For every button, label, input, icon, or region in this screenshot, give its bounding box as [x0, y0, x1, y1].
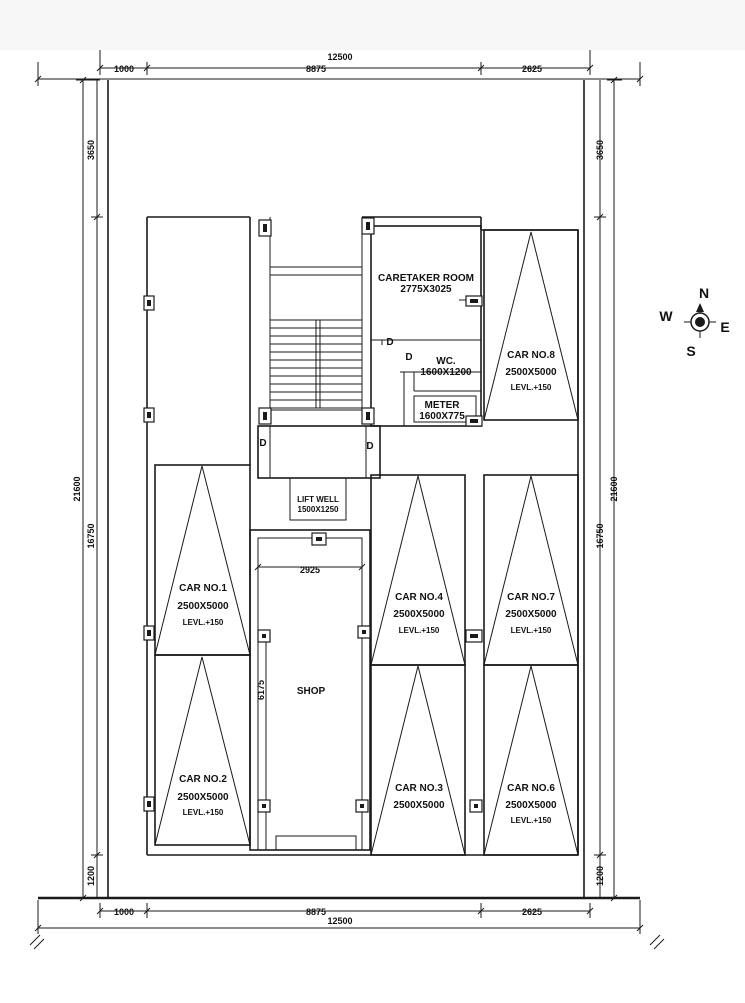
column — [465, 415, 483, 427]
column — [465, 295, 483, 307]
lift-well-name: LIFT WELL — [297, 495, 339, 504]
compass-south: S — [686, 343, 695, 359]
dim-right-setback-top: 2625 — [522, 64, 542, 74]
compass-east: E — [720, 319, 729, 335]
column — [355, 799, 369, 813]
right-dimensions: 3650 16750 1200 21600 — [594, 76, 622, 902]
dim-rear-setback-left: 1200 — [86, 866, 96, 886]
car-8-size: 2500X5000 — [505, 367, 557, 378]
car-8-name: CAR NO.8 — [507, 350, 555, 361]
dim-left-setback-top: 1000 — [114, 64, 134, 74]
car-bay-4: CAR NO.4 2500X5000 LEVL.+150 — [370, 474, 466, 666]
column — [258, 407, 272, 425]
car-4-name: CAR NO.4 — [395, 592, 443, 603]
compass-west: W — [659, 308, 673, 324]
column — [143, 407, 155, 423]
car-6-name: CAR NO.6 — [507, 783, 555, 794]
car-7-name: CAR NO.7 — [507, 592, 555, 603]
column — [143, 796, 155, 812]
car-1-size: 2500X5000 — [177, 601, 229, 612]
column — [361, 407, 375, 425]
dim-overall-depth-right: 21600 — [609, 476, 619, 501]
car-4-size: 2500X5000 — [393, 609, 445, 620]
bottom-dimensions: 1000 8875 2625 12500 — [29, 900, 665, 950]
wc-size: 1600X1200 — [420, 367, 472, 378]
dim-building-depth-left: 16750 — [86, 523, 96, 548]
caretaker-room-size: 2775X3025 — [400, 284, 452, 295]
car-3-size: 2500X5000 — [393, 800, 445, 811]
car-2-level: LEVL.+150 — [183, 808, 224, 817]
caretaker-room-name: CARETAKER ROOM — [378, 273, 474, 284]
dim-center-width-bottom: 8875 — [306, 907, 326, 917]
dim-building-depth-right: 16750 — [595, 523, 605, 548]
car-7-level: LEVL.+150 — [511, 626, 552, 635]
column — [469, 799, 483, 813]
lobby-lift — [257, 409, 381, 521]
dim-center-width-top: 8875 — [306, 64, 326, 74]
column — [143, 295, 155, 311]
column — [258, 219, 272, 237]
compass-north: N — [699, 285, 709, 301]
shop-name: SHOP — [297, 686, 326, 697]
dim-front-setback-left: 3650 — [86, 140, 96, 160]
car-7-size: 2500X5000 — [505, 609, 557, 620]
car-6-level: LEVL.+150 — [511, 816, 552, 825]
column — [257, 629, 271, 643]
column — [465, 629, 483, 643]
dim-overall-width-top: 12500 — [327, 52, 352, 62]
car-2-size: 2500X5000 — [177, 792, 229, 803]
car-1-name: CAR NO.1 — [179, 583, 227, 594]
caretaker-block — [370, 225, 482, 427]
meter-size: 1600X775 — [419, 411, 465, 422]
dim-overall-width-bottom: 12500 — [327, 916, 352, 926]
dim-right-setback-bottom: 2625 — [522, 907, 542, 917]
door-mark-lobby-left: D — [259, 438, 266, 449]
car-bay-3: CAR NO.3 2500X5000 — [370, 664, 466, 856]
compass-icon: N S E W — [659, 285, 729, 359]
column — [311, 532, 327, 546]
column — [257, 799, 271, 813]
car-8-level: LEVL.+150 — [511, 383, 552, 392]
car-3-name: CAR NO.3 — [395, 783, 443, 794]
dim-rear-setback-right: 1200 — [595, 866, 605, 886]
dim-front-setback-right: 3650 — [595, 140, 605, 160]
car-bay-8: CAR NO.8 2500X5000 LEVL.+150 — [483, 229, 579, 421]
column — [357, 625, 371, 639]
shop — [249, 529, 371, 851]
column — [361, 217, 375, 235]
dim-left-setback-bottom: 1000 — [114, 907, 134, 917]
lift-well-size: 1500X1250 — [298, 505, 339, 514]
car-bay-7: CAR NO.7 2500X5000 LEVL.+150 — [483, 474, 579, 666]
shop-depth-dim: 6175 — [256, 680, 266, 700]
meter-name: METER — [425, 400, 461, 411]
door-mark-lobby-right: D — [366, 441, 373, 452]
door-mark-wc: D — [405, 352, 412, 363]
plot-boundary — [38, 80, 640, 900]
door-mark-caretaker: D — [386, 337, 393, 348]
car-6-size: 2500X5000 — [505, 800, 557, 811]
staircase — [270, 319, 362, 409]
car-1-level: LEVL.+150 — [183, 618, 224, 627]
left-dimensions: 21600 3650 16750 1200 — [72, 76, 103, 902]
wc-name: WC. — [436, 356, 456, 367]
car-bay-6: CAR NO.6 2500X5000 LEVL.+150 — [483, 664, 579, 856]
column — [143, 625, 155, 641]
car-2-name: CAR NO.2 — [179, 774, 227, 785]
car-bay-1: CAR NO.1 2500X5000 LEVL.+150 — [154, 464, 251, 656]
shop-width-dim: 2925 — [300, 565, 320, 575]
car-4-level: LEVL.+150 — [399, 626, 440, 635]
dim-overall-depth-left: 21600 — [72, 476, 82, 501]
top-dimensions: 12500 1000 8875 2625 — [34, 50, 644, 86]
top-band — [0, 0, 745, 50]
car-bay-2: CAR NO.2 2500X5000 LEVL.+150 — [154, 654, 251, 846]
columns — [143, 217, 483, 813]
